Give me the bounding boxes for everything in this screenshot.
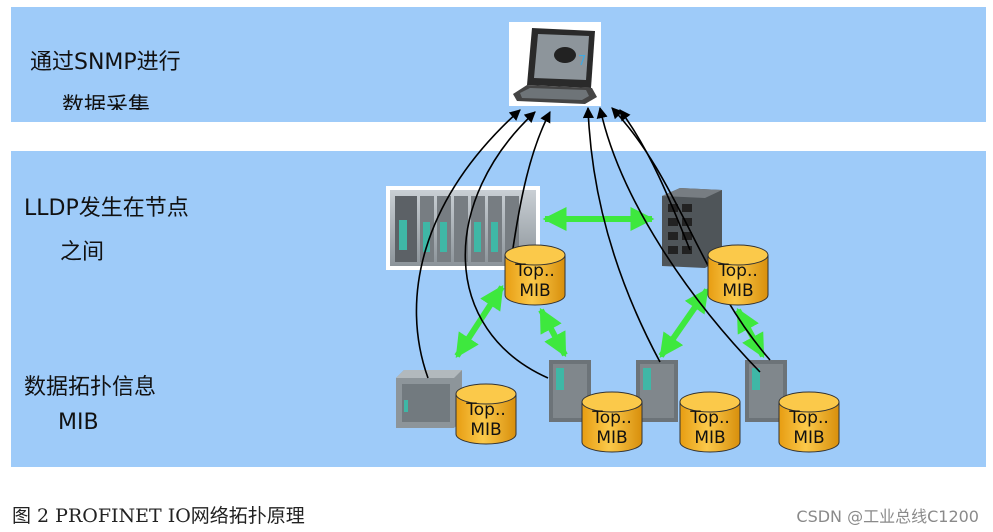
database-icon: Top.. MIB <box>778 391 840 453</box>
database-label-line1: Top.. <box>591 408 632 428</box>
laptop-icon: 7 <box>509 22 601 106</box>
snmp-arrow <box>596 106 761 373</box>
watermark: CSDN @工业总线C1200 <box>796 507 979 526</box>
snmp-arrow <box>619 109 691 251</box>
snmp-arrow <box>415 109 521 379</box>
database-label-line1: Top.. <box>717 261 758 281</box>
topology-label-line2: MIB <box>58 410 99 435</box>
database-label-line2: MIB <box>722 281 753 301</box>
snmp-label-line1: 通过SNMP进行 <box>30 50 181 75</box>
svg-text:7: 7 <box>578 54 586 69</box>
database-icon: Top.. MIB <box>504 244 566 306</box>
io-device-icon <box>636 360 678 422</box>
lldp-label-line1: LLDP发生在节点 <box>24 196 189 221</box>
database-label-line2: MIB <box>470 420 501 440</box>
lldp-arrow <box>735 307 766 359</box>
snmp-label-line2: 数据采集 <box>62 94 151 110</box>
database-label-line2: MIB <box>519 281 550 301</box>
topology-label-line1: 数据拓扑信息 <box>24 375 157 400</box>
database-label-line1: Top.. <box>465 400 506 420</box>
lldp-arrow <box>658 288 710 358</box>
database-label-line2: MIB <box>596 428 627 448</box>
database-label-line1: Top.. <box>514 261 555 281</box>
lldp-label-line2: 之间 <box>60 240 105 265</box>
snmp-arrow <box>582 106 661 363</box>
lldp-arrow <box>538 307 568 358</box>
lldp-arrow <box>454 284 505 359</box>
database-icon: Top.. MIB <box>679 391 741 453</box>
io-module-icon <box>396 370 462 428</box>
database-icon: Top.. MIB <box>581 391 643 453</box>
snmp-band <box>11 7 986 122</box>
figure-caption: 图 2 PROFINET IO网络拓扑原理 <box>12 505 305 527</box>
snmp-arrow <box>511 111 551 256</box>
database-label-line1: Top.. <box>689 408 730 428</box>
snmp-arrow <box>464 111 549 379</box>
database-icon: Top.. MIB <box>455 383 517 445</box>
database-icon: Top.. MIB <box>707 244 769 306</box>
snmp-arrows <box>415 106 771 379</box>
database-label-line1: Top.. <box>788 408 829 428</box>
database-label-line2: MIB <box>694 428 725 448</box>
database-label-line2: MIB <box>793 428 824 448</box>
snmp-arrow <box>611 107 771 361</box>
